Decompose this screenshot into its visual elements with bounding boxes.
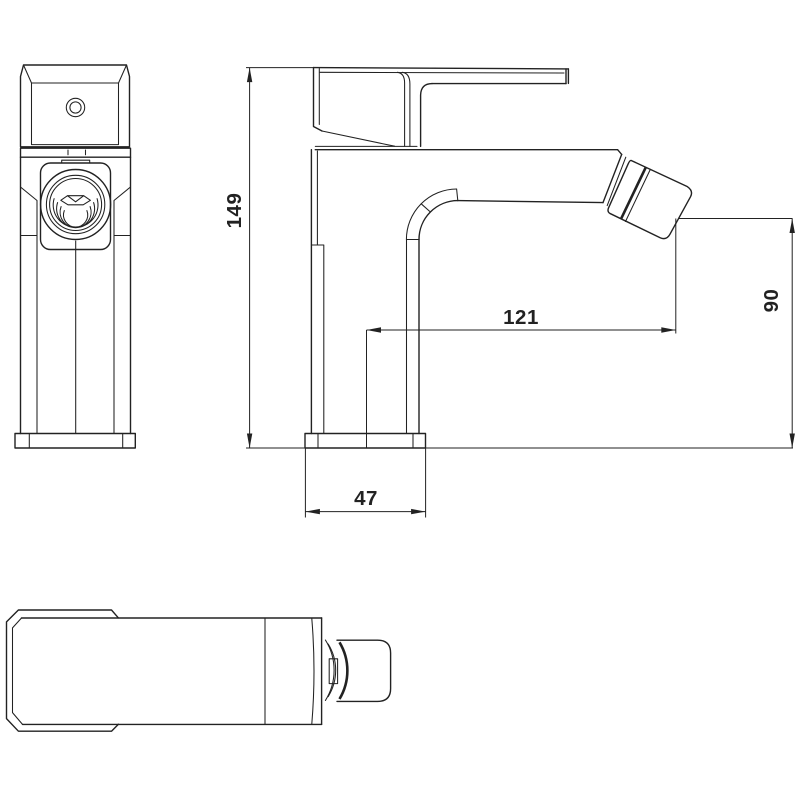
top-handle-face [11, 617, 24, 725]
front-view [14, 64, 136, 449]
dimension-base-depth-47: 47 [304, 448, 427, 518]
arrowhead-left-icon [305, 508, 320, 515]
dimension-reach-121: 121 [366, 218, 677, 448]
aerator-ring-inner [49, 177, 103, 232]
lever-top-edge [312, 66, 570, 70]
aerator-ring-outer [39, 168, 112, 241]
base-flange-ticks [28, 432, 124, 449]
spout-boss-tab [61, 159, 91, 164]
arrowhead-up-icon [789, 218, 795, 233]
side-view [304, 66, 693, 449]
top-outlet-arc-outer [324, 639, 335, 702]
handle-face-panel [30, 82, 120, 146]
aerator-thread-arcs [52, 198, 99, 229]
collar-notch [67, 149, 87, 156]
arrowhead-down-icon [246, 433, 253, 448]
dimension-label-reach: 121 [503, 306, 539, 329]
aerator-head-band [619, 166, 647, 220]
dimension-outlet-height-90: 90 [678, 218, 795, 448]
arrowhead-right-icon [661, 327, 676, 333]
top-outlet-arc-inner [327, 643, 337, 698]
top-body-curved-edge [311, 618, 315, 725]
base-flange [14, 432, 136, 449]
body-bevel-right [113, 186, 132, 435]
spout-joint-washer [606, 156, 627, 207]
lever-back-edge [312, 66, 323, 132]
side-body-left-inner [310, 244, 325, 435]
aerator-ring-mid [45, 174, 106, 235]
side-body-right-inner [405, 238, 420, 435]
handle-outline [19, 64, 131, 148]
arrowhead-up-icon [246, 67, 253, 83]
handle-screw-inner [69, 101, 82, 114]
arrowhead-down-icon [789, 433, 795, 448]
handle-screw-icon [65, 97, 86, 118]
collar-band [19, 147, 132, 158]
spout-fillet-inner [405, 188, 458, 241]
spout-end-face [602, 153, 623, 204]
arrowhead-right-icon [411, 508, 426, 515]
body-bevel-left [19, 186, 38, 435]
aerator-head-ring [624, 168, 651, 222]
top-aerator-cylinder [336, 639, 392, 703]
side-base-ticks [317, 432, 414, 449]
dimension-height-149: 149 [223, 67, 314, 448]
top-handle-outline [5, 609, 120, 732]
cap-slope [321, 130, 396, 147]
arrowhead-left-icon [366, 327, 381, 333]
dimension-label-base-depth: 47 [354, 487, 378, 510]
aerator-core-facets [60, 195, 91, 206]
spout-boss [39, 162, 112, 251]
dimension-label-height: 149 [223, 193, 246, 229]
handle-chamfer-left [22, 64, 33, 84]
aerator-head-outline [607, 159, 693, 240]
dimension-annotations: 149 121 90 47 [223, 67, 795, 518]
top-outlet-crescent [338, 641, 349, 700]
lever-inner-edge [319, 71, 565, 74]
neck-fillet-left-outer [396, 71, 406, 147]
lever-tip [565, 68, 570, 85]
spout-underside [457, 199, 604, 204]
top-view [5, 609, 392, 732]
neck-fillet-right [419, 82, 433, 148]
side-base-flange [304, 432, 427, 449]
spout-end-step [616, 149, 623, 156]
aerator-head [607, 159, 693, 240]
neck-fillet-left-inner [401, 71, 411, 147]
dimension-label-outlet-height: 90 [760, 289, 783, 313]
top-outlet-tab [328, 658, 339, 685]
spout-fillet-ticks [420, 188, 459, 213]
handle-chamfer-right [117, 64, 128, 84]
